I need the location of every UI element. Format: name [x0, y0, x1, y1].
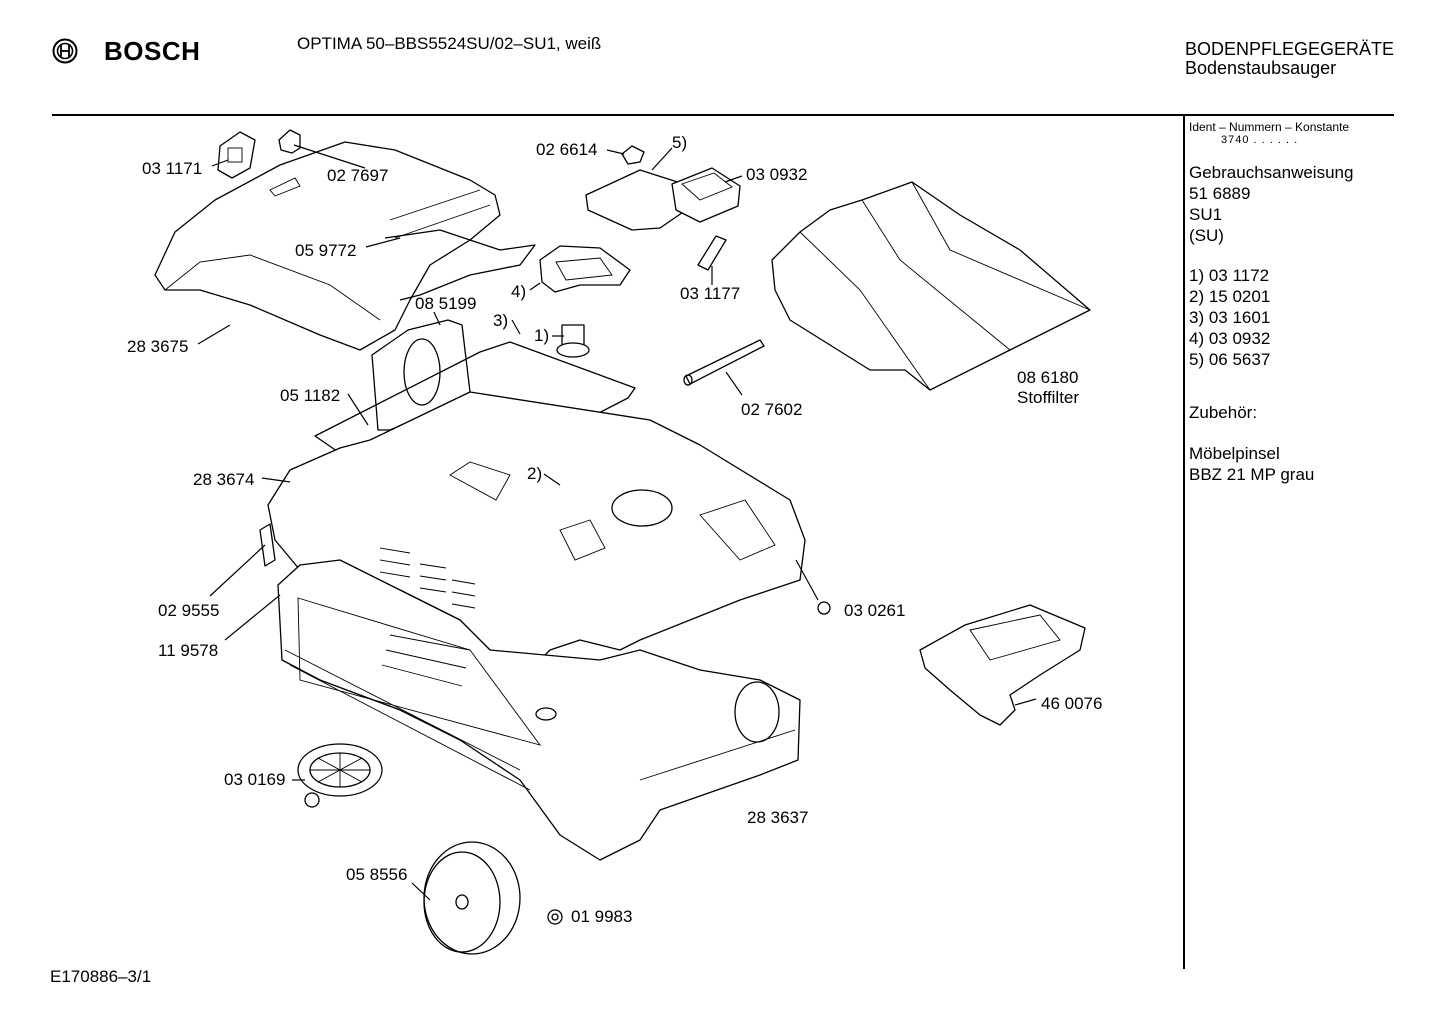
subcategory-title: Bodenstaubsauger: [1185, 58, 1337, 78]
callout-ref-3: 3): [493, 311, 508, 330]
part-castor: [297, 743, 383, 808]
bosch-armature-logo: [52, 38, 78, 64]
callout-119578: 11 9578: [158, 641, 218, 660]
manual-code: SU1: [1189, 205, 1223, 224]
manual-lang: (SU): [1189, 226, 1224, 245]
manual-number: 51 6889: [1189, 184, 1251, 203]
callout-058556: 05 8556: [346, 865, 407, 884]
callout-027697: 02 7697: [327, 166, 388, 185]
part-filter-holder: [585, 167, 741, 231]
part-clip: [278, 129, 301, 154]
callout-085199: 08 5199: [415, 294, 476, 313]
part-base: [277, 559, 801, 861]
callout-283674: 28 3674: [193, 470, 254, 489]
callout-019983: 01 9983: [571, 907, 632, 926]
part-side-clip: [259, 523, 276, 567]
part-wheel: [423, 841, 521, 955]
callout-030932: 03 0932: [746, 165, 807, 184]
callout-283637: 28 3637: [747, 808, 808, 827]
exploded-parts-diagram: 03 1171 02 7697 05 9772 28 3675 08 5199 …: [127, 129, 1102, 955]
part-cloth-filter: [771, 181, 1091, 391]
part-small-clip: [621, 145, 645, 165]
callout-460076: 46 0076: [1041, 694, 1102, 713]
part-strip: [697, 235, 727, 271]
accessory-name: Möbelpinsel: [1189, 444, 1280, 463]
part-tube: [683, 339, 765, 386]
part-grille-cover: [539, 245, 631, 293]
callout-031177: 03 1177: [680, 284, 740, 303]
numbered-part-2: 2) 15 0201: [1189, 287, 1271, 306]
model-title: OPTIMA 50–BBS5524SU/02–SU1, weiß: [297, 34, 602, 53]
callout-026614: 02 6614: [536, 140, 597, 159]
part-frame-bracket: [384, 229, 536, 301]
numbered-part-5: 5) 06 5637: [1189, 350, 1271, 369]
leader-lines: [197, 144, 1037, 901]
part-nut: [547, 909, 563, 925]
callout-ref-2: 2): [527, 464, 542, 483]
callout-030261: 03 0261: [844, 601, 905, 620]
callout-027602: 02 7602: [741, 400, 802, 419]
accessory-code: BBZ 21 MP grau: [1189, 465, 1315, 484]
numbered-part-3: 3) 03 1601: [1189, 308, 1271, 327]
callout-ref-4: 4): [511, 282, 526, 301]
callout-ref-5: 5): [672, 133, 687, 152]
brand-name: BOSCH: [104, 36, 201, 66]
callout-stoffilter: Stoffilter: [1017, 388, 1079, 407]
callout-031171: 03 1171: [142, 159, 202, 178]
part-o-ring: [817, 601, 831, 615]
callout-030169: 03 0169: [224, 770, 285, 789]
callout-ref-1: 1): [534, 326, 549, 345]
numbered-part-4: 4) 03 0932: [1189, 329, 1271, 348]
ident-label: Ident – Nummern – Konstante: [1189, 120, 1350, 134]
callout-283675: 28 3675: [127, 337, 188, 356]
callout-059772: 05 9772: [295, 241, 356, 260]
callout-086180: 08 6180: [1017, 368, 1078, 387]
numbered-part-1: 1) 03 1172: [1189, 266, 1270, 285]
ident-value: 3740 . . . . . .: [1221, 134, 1299, 146]
accessory-label: Zubehör:: [1189, 403, 1258, 422]
part-latch: [217, 131, 256, 179]
side-panel: Ident – Nummern – Konstante 3740 . . . .…: [1189, 120, 1353, 485]
header-divider: [52, 114, 1394, 116]
side-panel-divider: [1183, 116, 1185, 969]
category-title: BODENPFLEGEGERÄTE: [1185, 39, 1395, 59]
callout-051182: 05 1182: [280, 386, 340, 405]
part-accessory-tray: [919, 604, 1086, 726]
manual-label: Gebrauchsanweisung: [1189, 163, 1354, 182]
drawing-code: E170886–3/1: [50, 967, 152, 986]
part-knob: [556, 324, 590, 358]
callout-029555: 02 9555: [158, 601, 219, 620]
